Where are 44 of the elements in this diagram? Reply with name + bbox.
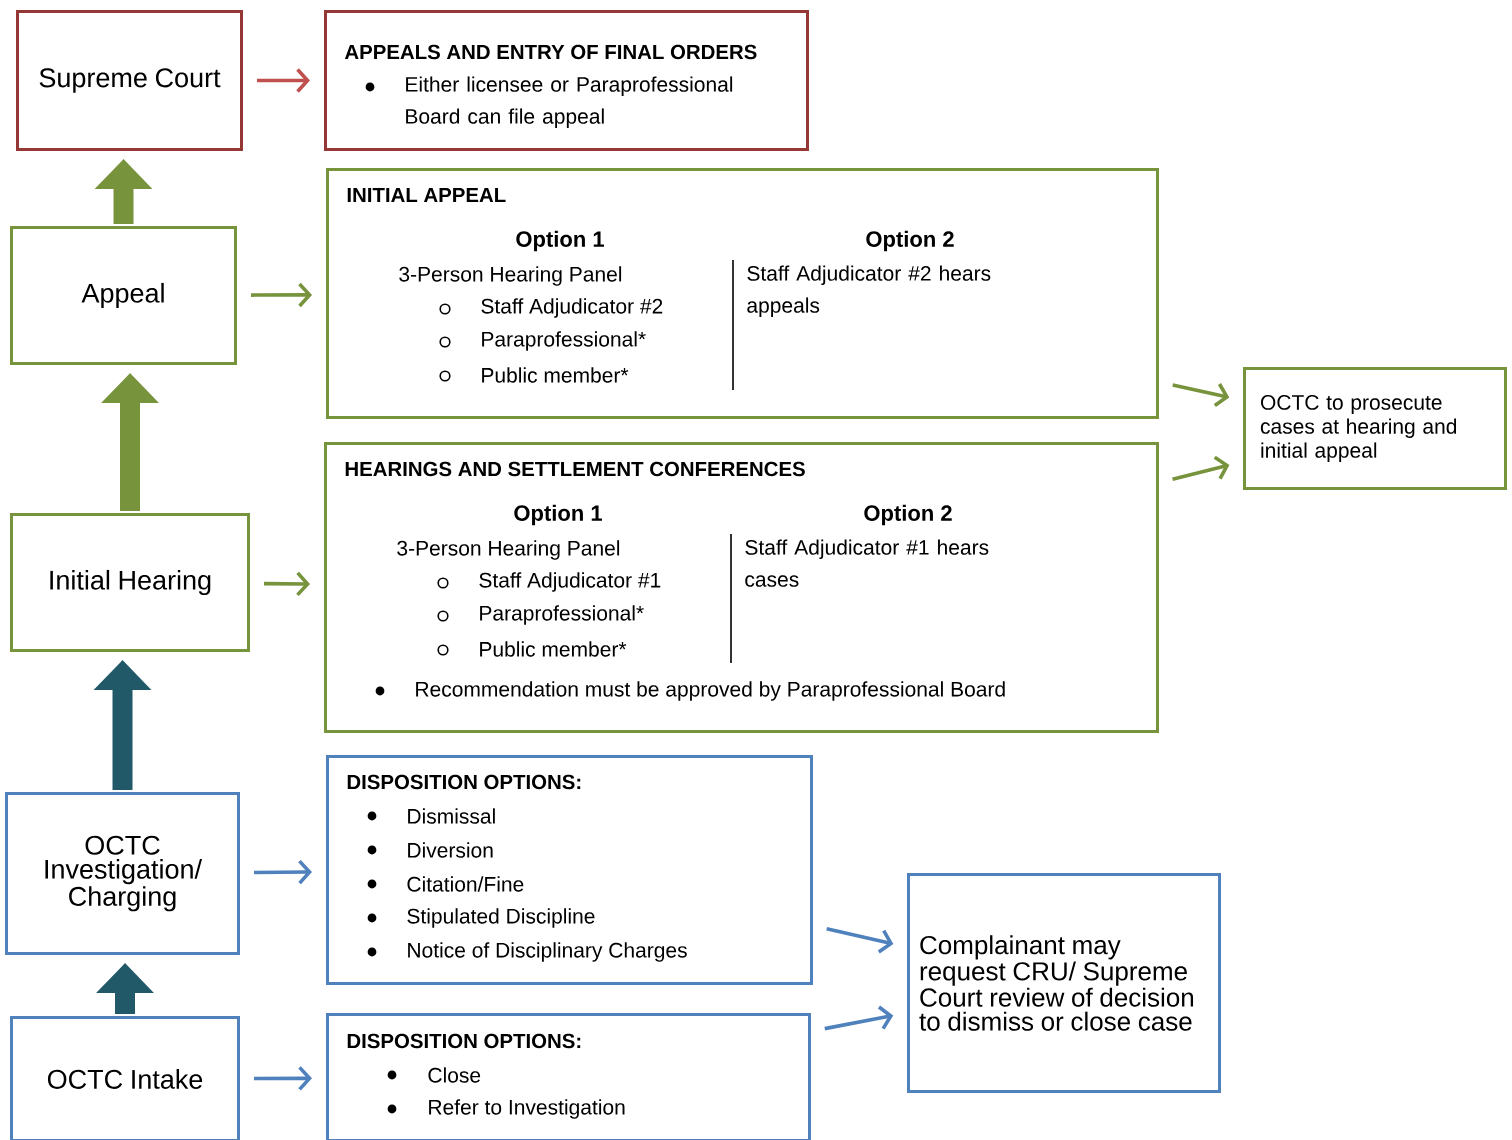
process-box: Appeal xyxy=(10,226,237,365)
list-item: Close xyxy=(428,1067,481,1083)
list-item: Citation/Fine xyxy=(407,876,524,892)
option-heading: Option 1 xyxy=(516,230,604,252)
body-text: Either licensee or Paraprofessional Board can file appeal xyxy=(406,76,733,128)
list-item: Diversion xyxy=(408,842,493,858)
list-item: 3-Person Hearing Panel xyxy=(397,540,620,560)
list-item: Public member* xyxy=(482,367,629,383)
arrow xyxy=(824,1005,894,1031)
option-heading: Option 2 xyxy=(866,230,954,252)
arrow xyxy=(264,571,310,597)
process-box: Initial Hearing xyxy=(10,513,250,652)
list-item: Public member* xyxy=(480,641,627,657)
body-text: Staff Adjudicator #1 hears cases xyxy=(745,539,989,587)
box-heading: DISPOSITION OPTIONS: xyxy=(347,774,581,790)
list-item: Refer to Investigation xyxy=(429,1099,625,1119)
list-item: 3-Person Hearing Panel xyxy=(399,266,622,286)
process-box: OCTC to prosecute cases at hearing and initial appeal xyxy=(1243,367,1507,490)
option-heading: Option 1 xyxy=(514,504,602,526)
process-box: OCTC Investigation/ Charging xyxy=(5,792,240,955)
list-item: Staff Adjudicator #1 xyxy=(479,572,661,592)
process-box: Supreme Court xyxy=(16,10,243,151)
box-heading: INITIAL APPEAL xyxy=(347,188,506,202)
arrow xyxy=(254,859,312,885)
arrow xyxy=(1172,455,1230,482)
list-item: Recommendation must be approved by Paraprofessional Board xyxy=(416,681,1005,701)
list-item: Stipulated Discipline xyxy=(407,908,595,928)
option-heading: Option 2 xyxy=(864,504,952,526)
list-item: Paraprofessional* xyxy=(482,331,646,351)
list-item: Staff Adjudicator #2 xyxy=(481,298,663,318)
list-item: Paraprofessional* xyxy=(480,605,644,625)
process-box: OCTC Intake xyxy=(10,1016,240,1140)
box-heading: APPEALS AND ENTRY OF FINAL ORDERS xyxy=(344,44,757,60)
arrow xyxy=(254,1066,312,1091)
box-heading: DISPOSITION OPTIONS: xyxy=(347,1033,581,1049)
arrow xyxy=(826,926,894,954)
process-box: Complainant may request CRU/ Supreme Court review of decision to dismiss or close case xyxy=(907,873,1221,1093)
arrow xyxy=(1172,383,1230,407)
body-text: Staff Adjudicator #2 hears appeals xyxy=(747,265,991,317)
list-item: Notice of Disciplinary Charges xyxy=(408,942,687,962)
list-item: Dismissal xyxy=(408,808,495,824)
arrow xyxy=(257,68,310,93)
box-heading: HEARINGS AND SETTLEMENT CONFERENCES xyxy=(345,461,805,477)
arrow xyxy=(251,282,312,308)
